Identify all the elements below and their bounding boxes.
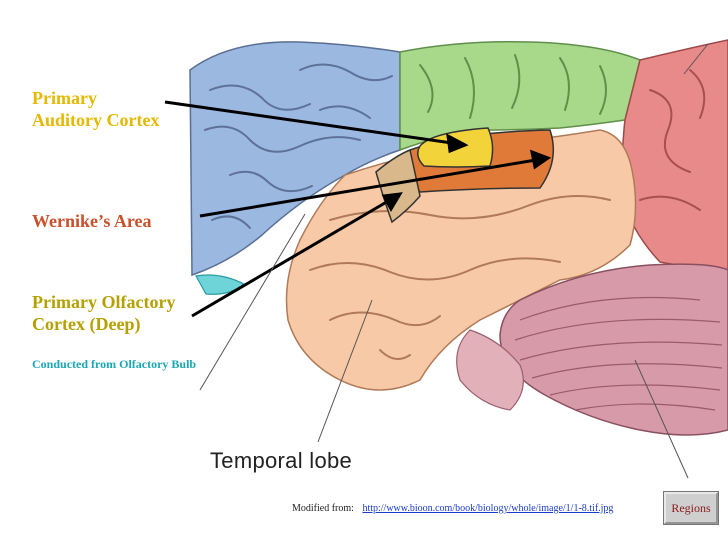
leader-lines — [199, 43, 709, 479]
cerebellum-folia — [514, 296, 723, 411]
temporal-lobe-caption: Temporal lobe — [210, 448, 353, 473]
pointer-arrows — [164, 100, 552, 318]
olfactory-label-line2: Cortex (Deep) — [32, 313, 141, 334]
parietal-gyri — [419, 54, 607, 119]
auditory-cortex-label: Primary Auditory Cortex — [32, 88, 159, 131]
auditory-label-line2: Auditory Cortex — [32, 109, 160, 130]
brain-stem — [456, 329, 524, 411]
image-credit: Modified from: http://www.bioon.com/book… — [292, 503, 613, 514]
credit-link[interactable]: http://www.bioon.com/book/biology/whole/… — [362, 503, 614, 514]
olfactory-cortex-label: Primary Olfactory Cortex (Deep) — [32, 292, 175, 335]
cerebellum — [499, 263, 728, 436]
auditory-label-line1: Primary — [32, 88, 97, 108]
occipital-lobe — [621, 39, 728, 271]
credit-prefix: Modified from: — [292, 503, 354, 514]
frontal-gyri — [204, 63, 393, 229]
occipital-gyri — [639, 69, 706, 211]
olfactory-label-line1: Primary Olfactory — [32, 292, 176, 312]
frontal-lobe — [189, 41, 401, 277]
wernicke-area-label: Wernike’s Area — [32, 211, 152, 231]
olfactory-bulb-note: Conducted from Olfactory Bulb — [32, 357, 197, 371]
regions-button[interactable]: Regions — [664, 492, 718, 524]
